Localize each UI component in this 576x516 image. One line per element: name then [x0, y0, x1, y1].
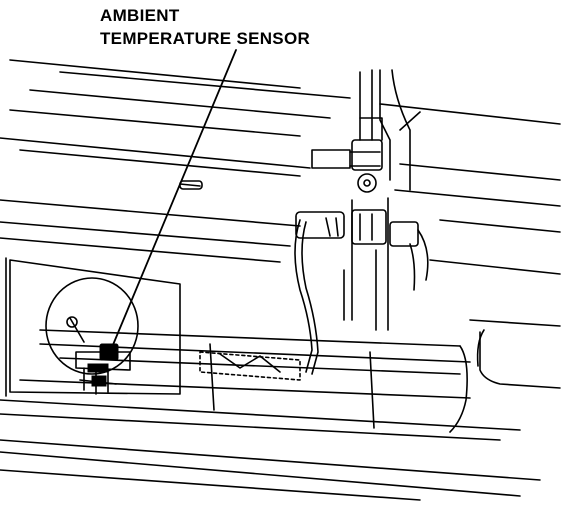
ambient-temperature-sensor — [88, 344, 118, 386]
callout-line-2: TEMPERATURE SENSOR — [100, 29, 311, 48]
sensor-bracket — [46, 278, 300, 394]
callout-leader-line — [110, 50, 236, 352]
body-panel-lines — [0, 60, 560, 274]
latch-support — [312, 70, 420, 330]
sensor-callout-label: AMBIENT TEMPERATURE SENSOR — [100, 4, 310, 50]
callout-line-1: AMBIENT — [100, 6, 180, 25]
wiring-harness — [295, 210, 428, 374]
